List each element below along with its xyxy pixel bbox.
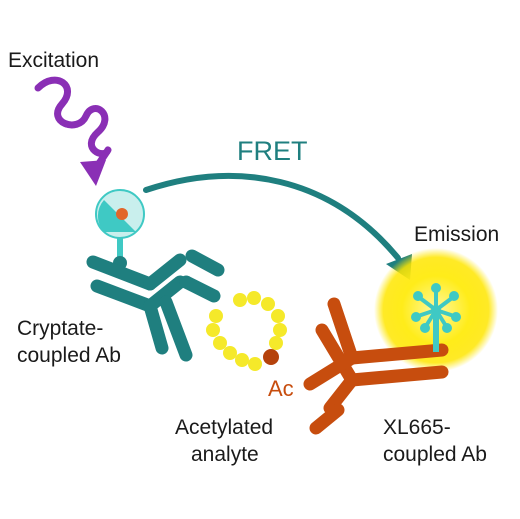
xl665-acceptor-icon	[411, 283, 461, 352]
ac-label: Ac	[268, 376, 294, 401]
xl665-label-line2: coupled Ab	[383, 443, 487, 466]
cryptate-antibody-icon	[86, 249, 225, 362]
cryptate-donor-icon	[95, 189, 145, 270]
fret-arrow	[143, 173, 412, 280]
analyte-label-line2: analyte	[191, 443, 259, 466]
excitation-wave-arrow	[34, 76, 112, 186]
fret-label: FRET	[237, 136, 308, 166]
xl665-label-line1: XL665-	[383, 416, 451, 439]
analyte-chain-icon	[206, 291, 287, 371]
xl665-antibody-icon	[303, 297, 449, 435]
cryptate-label-line2: coupled Ab	[17, 344, 121, 367]
emission-label: Emission	[414, 223, 499, 246]
acetyl-group-icon	[263, 349, 279, 365]
analyte-label-line1: Acetylated	[175, 416, 273, 439]
cryptate-label-line1: Cryptate-	[17, 317, 103, 340]
excitation-label: Excitation	[8, 49, 99, 72]
